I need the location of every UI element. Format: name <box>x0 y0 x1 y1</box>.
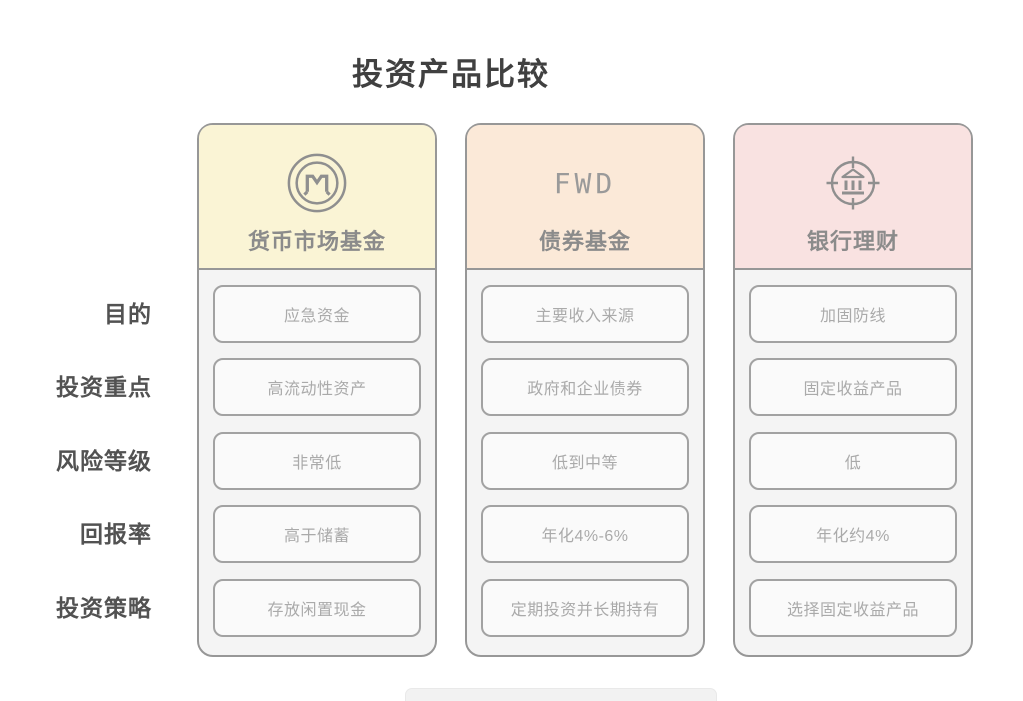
product-card-bond-fund: FWD 债券基金 主要收入来源 政府和企业债券 低到中等 年化4%-6% 定期投… <box>465 123 705 657</box>
cell-return-rate: 年化约4% <box>749 505 957 563</box>
cell-purpose: 加固防线 <box>749 285 957 343</box>
card-title: 货币市场基金 <box>247 229 386 254</box>
card-header-money-market-fund: 货币市场基金 <box>199 125 435 270</box>
card-header-bank-wealth-management: 银行理财 <box>735 125 971 270</box>
row-label-investment-focus: 投资重点 <box>56 374 152 400</box>
row-label-strategy: 投资策略 <box>56 595 152 621</box>
card-header-bond-fund: FWD 债券基金 <box>467 125 703 270</box>
card-title: 债券基金 <box>538 229 631 254</box>
cell-risk-level: 低 <box>749 432 957 490</box>
cell-risk-level: 非常低 <box>213 432 421 490</box>
row-label-risk-level: 风险等级 <box>56 448 152 474</box>
cell-purpose: 主要收入来源 <box>481 285 689 343</box>
row-label-return-rate: 回报率 <box>80 521 152 547</box>
cut-off-bottom-element <box>405 688 717 701</box>
product-card-bank-wealth-management: 银行理财 加固防线 固定收益产品 低 年化约4% 选择固定收益产品 <box>733 123 973 657</box>
product-card-money-market-fund: 货币市场基金 应急资金 高流动性资产 非常低 高于储蓄 存放闲置现金 <box>197 123 437 657</box>
cell-strategy: 存放闲置现金 <box>213 579 421 637</box>
fwd-logo: FWD <box>554 151 617 215</box>
cell-investment-focus: 政府和企业债券 <box>481 358 689 416</box>
cell-strategy: 选择固定收益产品 <box>749 579 957 637</box>
cell-strategy: 定期投资并长期持有 <box>481 579 689 637</box>
cell-investment-focus: 高流动性资产 <box>213 358 421 416</box>
cell-risk-level: 低到中等 <box>481 432 689 490</box>
cell-purpose: 应急资金 <box>213 285 421 343</box>
bank-target-icon <box>823 151 883 215</box>
fwd-logo-text: FWD <box>553 166 617 200</box>
card-title: 银行理财 <box>806 229 899 254</box>
cell-investment-focus: 固定收益产品 <box>749 358 957 416</box>
row-label-purpose: 目的 <box>104 301 152 327</box>
cell-return-rate: 高于储蓄 <box>213 505 421 563</box>
monero-coin-icon <box>286 151 348 215</box>
page-title: 投资产品比较 <box>352 57 550 92</box>
cell-return-rate: 年化4%-6% <box>481 505 689 563</box>
